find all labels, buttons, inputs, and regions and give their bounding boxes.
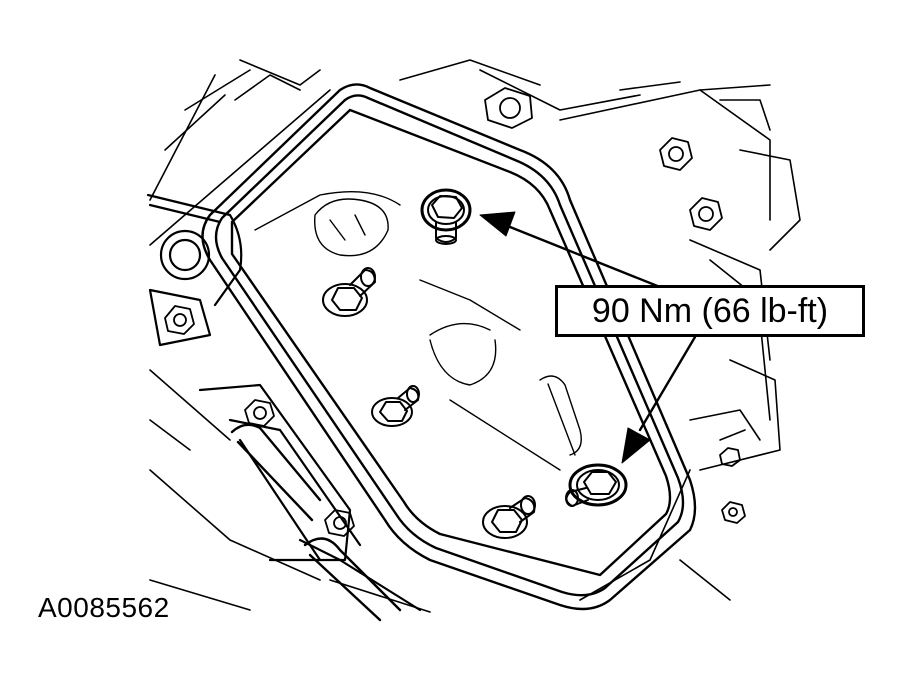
hex-bolt-icon — [689, 197, 723, 231]
arrowhead-icon — [479, 211, 516, 237]
hex-bolt-icon — [719, 447, 741, 467]
hex-bolt-icon — [244, 399, 275, 427]
hex-bolt-icon — [164, 305, 195, 335]
pan-bolt-icon — [420, 188, 472, 245]
hex-bolt-icon — [721, 501, 746, 524]
wire-clip — [230, 423, 402, 622]
hex-bolt-group — [164, 87, 746, 537]
torque-callout: 90 Nm (66 lb-ft) — [555, 285, 865, 337]
callout-leaders — [479, 211, 697, 464]
arrowhead-icon — [621, 427, 651, 464]
oil-pan — [201, 83, 697, 611]
pan-bolt-group — [322, 188, 628, 539]
leader-line-bottom — [638, 335, 697, 432]
pan-bolt-icon — [371, 385, 420, 427]
pan-bolt-icon — [322, 267, 376, 317]
pan-bolt-icon — [482, 495, 536, 539]
leader-line-top — [503, 223, 662, 289]
hex-bolt-icon — [484, 87, 533, 129]
pan-bolt-icon — [565, 463, 628, 507]
left-bracket — [146, 193, 422, 612]
figure-reference-id: A0085562 — [38, 592, 170, 623]
pan-embossing — [254, 191, 582, 471]
hex-bolt-icon — [659, 137, 693, 171]
hex-bolt-icon — [324, 509, 355, 537]
